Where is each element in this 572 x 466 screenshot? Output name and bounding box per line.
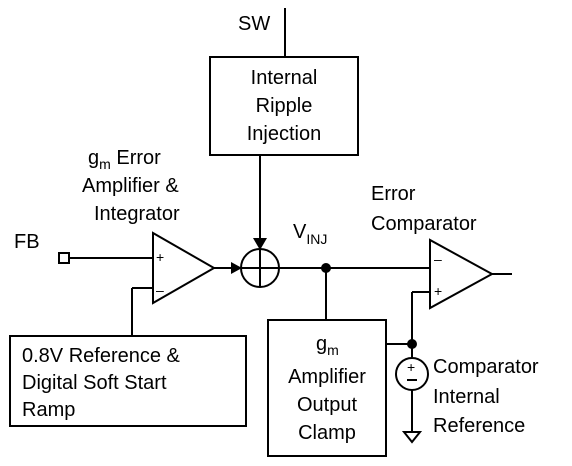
comp-minus-sign: –: [434, 251, 442, 267]
amp-plus-sign: +: [156, 249, 164, 265]
amp-minus-sign: –: [156, 282, 164, 298]
ripple-injection-box: [209, 56, 359, 156]
clamp-line-2: Amplifier: [288, 366, 366, 388]
reference-line-1: 0.8V Reference &: [22, 345, 181, 367]
vinj-sub: INJ: [306, 231, 327, 247]
clamp-m: m: [327, 342, 339, 358]
comp-ref-label-3: Reference: [433, 415, 525, 437]
vinj-label: VINJ: [293, 221, 327, 247]
source-plus-sign: +: [407, 359, 415, 375]
error-comp-label-2: Comparator: [371, 213, 477, 235]
comp-plus-sign: +: [434, 283, 442, 299]
vinj-v: V: [293, 221, 307, 243]
sw-label: SW: [238, 13, 270, 35]
fb-label: FB: [14, 231, 40, 253]
gm-error-word: Error: [111, 147, 161, 169]
gm-error-amp-label-1: gm Error: [88, 147, 161, 172]
reference-line-3: Ramp: [22, 399, 75, 421]
ripple-arrowhead: [253, 238, 267, 250]
clamp-line-3: Output: [297, 394, 357, 416]
error-comparator-symbol: [429, 238, 495, 310]
gm-g: g: [88, 147, 99, 169]
fb-pin: [58, 252, 70, 264]
output-clamp-box: [267, 319, 387, 457]
reference-softstart-box: [9, 335, 247, 427]
reference-line-2: Digital Soft Start: [22, 372, 167, 394]
amp-to-summer-arrowhead: [231, 262, 242, 274]
comp-ref-label-2: Internal: [433, 386, 500, 408]
clamp-line-1: gm: [316, 333, 339, 358]
clamp-g: g: [316, 333, 327, 355]
error-comp-label-1: Error: [371, 183, 416, 205]
gm-m: m: [99, 156, 111, 172]
comp-ref-label-1: Comparator: [433, 356, 539, 378]
ground-symbol: [401, 431, 423, 444]
ripple-line-1: Internal: [251, 67, 318, 89]
ripple-line-2: Ripple: [256, 95, 313, 117]
ripple-line-3: Injection: [247, 123, 322, 145]
gm-error-amp-label-3: Integrator: [94, 203, 180, 225]
gm-error-amplifier-symbol: [152, 231, 217, 305]
gm-error-amp-label-2: Amplifier &: [82, 175, 179, 197]
clamp-line-4: Clamp: [298, 422, 356, 444]
